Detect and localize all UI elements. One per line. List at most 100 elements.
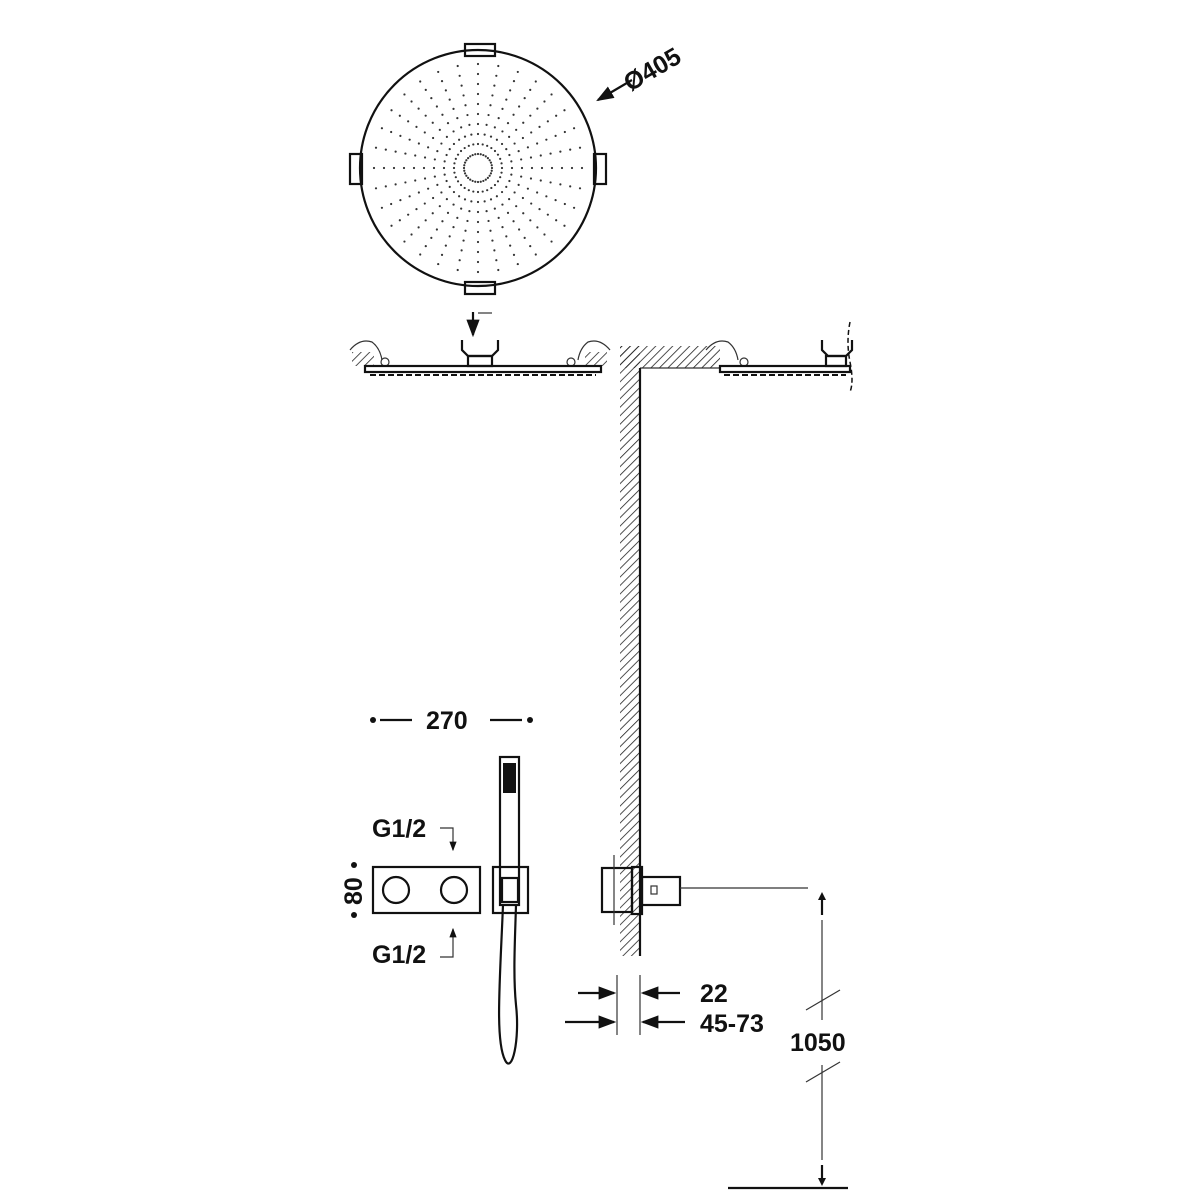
nozzle <box>390 109 393 112</box>
nozzle <box>458 74 461 77</box>
nozzle <box>495 74 498 77</box>
nozzle <box>569 148 572 151</box>
nozzle <box>466 113 469 117</box>
nozzle <box>444 89 447 92</box>
nozzle <box>550 93 553 96</box>
nozzle <box>543 100 546 103</box>
nozzle <box>424 245 427 248</box>
nozzle <box>521 136 524 140</box>
nozzle <box>443 160 446 163</box>
nozzle <box>529 156 533 159</box>
nozzle <box>390 130 393 134</box>
nozzle <box>486 176 489 179</box>
nozzle <box>448 235 451 238</box>
nozzle <box>559 183 562 186</box>
nozzle <box>414 179 417 182</box>
nozzle <box>481 190 484 193</box>
width-dimension: 270 <box>370 707 533 735</box>
shower-head-ceiling-elevation <box>349 312 611 376</box>
valve-knob-right <box>439 875 469 905</box>
nozzle <box>430 97 433 100</box>
nozzle <box>407 120 410 123</box>
nozzle <box>430 236 433 239</box>
nozzle <box>456 64 459 68</box>
inlet-bottom-label: G1/2 <box>372 941 426 969</box>
nozzle <box>452 203 455 206</box>
nozzle <box>505 98 508 101</box>
nozzle <box>495 195 498 198</box>
nozzle <box>529 88 532 91</box>
nozzle <box>489 104 492 107</box>
nozzle <box>417 226 420 229</box>
nozzle <box>534 80 537 83</box>
nozzle <box>501 130 504 133</box>
nozzle <box>459 183 463 187</box>
nozzle <box>374 146 378 149</box>
nozzle <box>484 155 487 158</box>
nozzle <box>380 206 384 209</box>
nozzle <box>384 148 387 151</box>
nozzle <box>476 270 480 274</box>
nozzle <box>435 105 438 108</box>
nozzle <box>432 166 436 170</box>
nozzle <box>440 142 443 145</box>
nozzle <box>462 166 466 170</box>
nozzle <box>464 104 467 107</box>
nozzle <box>452 107 455 110</box>
nozzle <box>509 89 512 92</box>
nozzle <box>476 122 480 126</box>
nozzle <box>463 135 467 138</box>
nozzle <box>440 191 443 194</box>
nozzle <box>476 72 480 76</box>
nozzle <box>476 82 480 86</box>
nozzle <box>452 226 455 229</box>
nozzle <box>412 166 416 170</box>
nozzle <box>482 179 485 183</box>
wall-range-label: 45-73 <box>700 1010 764 1038</box>
nozzle <box>546 213 549 216</box>
nozzle <box>446 211 450 214</box>
nozzle <box>497 216 500 219</box>
nozzle <box>390 202 393 206</box>
nozzle <box>520 175 523 178</box>
nozzle <box>408 138 411 141</box>
nozzle <box>462 94 465 97</box>
nozzle <box>529 245 532 248</box>
tab-right <box>592 152 608 186</box>
nozzle <box>510 160 513 163</box>
nozzle <box>424 219 427 222</box>
nozzle <box>539 154 542 157</box>
nozzle <box>471 153 474 157</box>
nozzle <box>486 189 489 192</box>
nozzle <box>489 229 492 232</box>
nozzle <box>462 239 465 242</box>
nozzle <box>493 183 497 187</box>
nozzle <box>493 249 496 252</box>
nozzle <box>486 144 489 147</box>
nozzle <box>452 166 456 170</box>
nozzle <box>490 164 493 167</box>
nozzle <box>512 113 515 116</box>
wall-depth-dimensions: 22 45-73 <box>565 975 764 1038</box>
nozzle <box>496 180 500 183</box>
nozzle <box>463 186 466 190</box>
nozzle <box>467 157 470 160</box>
nozzle <box>539 179 542 182</box>
nozzle <box>408 195 411 198</box>
nozzle <box>516 262 519 266</box>
nozzle <box>483 200 486 203</box>
nozzle <box>458 195 461 198</box>
nozzle <box>505 235 508 238</box>
nozzle <box>489 172 493 175</box>
nozzle <box>529 177 533 180</box>
nozzle <box>513 142 516 145</box>
shower-head-top-view: Ø405 <box>348 42 686 296</box>
mount-height-dimension: 1050 <box>728 892 848 1190</box>
nozzle <box>563 202 566 206</box>
nozzle <box>441 220 444 223</box>
nozzle <box>394 183 397 186</box>
nozzle <box>415 125 418 128</box>
wall-outlet-side-view <box>600 855 808 925</box>
nozzle-pattern <box>372 62 584 274</box>
